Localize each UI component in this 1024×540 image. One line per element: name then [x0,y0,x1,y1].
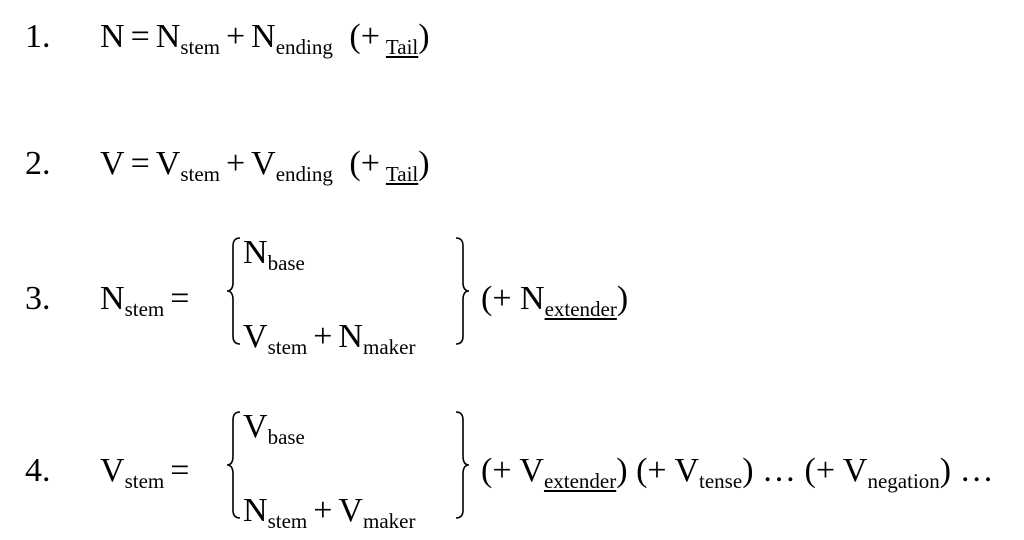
rule-lhs: Vstem= [100,452,195,492]
term-subscript: stem [180,35,220,59]
tail-base: V [842,452,868,489]
tail-subscript: extender [543,469,617,493]
lhs-base: N [100,280,125,317]
tail-base: N [520,280,545,317]
plus-sign: + [313,318,333,355]
tail-close: ) [616,452,628,489]
case-option-2: Vstem+Nmaker [243,318,415,358]
optional-close: ) [418,18,430,55]
case-option-2: Nstem+Vmaker [243,492,415,532]
term-subscript: ending [275,162,333,186]
optional-open: (+ [349,145,380,182]
term-base: N [251,18,276,55]
lhs-subscript: stem [124,297,165,321]
tail-open: (+ [481,452,520,489]
plus-sign: + [313,492,333,529]
case-option-1: Vbase [243,408,305,448]
left-brace [224,410,244,520]
case-base: N [243,234,268,271]
tail-subscript: negation [867,469,940,493]
case-base: V [243,318,268,355]
rule-expression: V=Vstem+Vending (+Tail) [100,145,430,185]
case-subscript: maker [362,335,416,359]
ellipsis: … [951,452,994,489]
optional-tail: (+ Nextender) [481,280,629,320]
plus-sign: + [225,145,246,182]
case-subscript: maker [362,509,416,533]
rule-lhs: Nstem= [100,280,195,320]
rule-expression: N=Nstem+Nending (+Tail) [100,18,430,58]
tail-close: ) [939,452,952,489]
case-subscript: stem [267,509,308,533]
right-brace [452,410,472,520]
rule-3: 3. Nstem= Nbase Vstem+Nmaker (+ Nextende… [0,228,1024,358]
ellipsis: … [753,452,805,489]
lhs: V [100,145,125,182]
optional-close: ) [418,145,430,182]
tail-base: V [674,452,700,489]
case-base: V [243,408,268,445]
tail-open: (+ [627,452,675,489]
tail-close: ) [742,452,754,489]
rule-number: 2. [25,145,51,182]
case-base: V [338,492,363,529]
rule-number: 1. [25,18,51,55]
optional-tail: (+ Vextender) (+ Vtense) … (+ Vnegation)… [481,452,994,492]
case-subscript: stem [267,335,308,359]
tail-base: V [519,452,544,489]
tail-open: (+ [804,452,843,489]
left-brace [224,236,244,346]
term-base: V [251,145,276,182]
term-subscript: stem [180,162,220,186]
case-base: N [243,492,268,529]
lhs: N [100,18,125,55]
rule-number: 4. [25,452,51,489]
lhs-base: V [100,452,125,489]
case-base: N [338,318,363,355]
equals-sign: = [170,280,190,317]
term-subscript: ending [275,35,333,59]
equals-sign: = [130,18,150,55]
tail-open: (+ [481,280,520,317]
equals-sign: = [170,452,190,489]
equals-sign: = [130,145,150,182]
rule-4: 4. Vstem= Vbase Nstem+Vmaker (+ Vextende… [0,402,1024,532]
case-subscript: base [267,251,305,275]
case-subscript: base [267,425,305,449]
optional-open: (+ [349,18,380,55]
term-base: N [155,18,181,55]
lhs-subscript: stem [124,469,165,493]
optional-subscript: Tail [385,162,419,186]
plus-sign: + [225,18,246,55]
optional-subscript: Tail [385,35,419,59]
tail-subscript: tense [699,469,743,493]
tail-close: ) [616,280,629,317]
tail-subscript: extender [544,297,617,321]
term-base: V [155,145,181,182]
case-option-1: Nbase [243,234,305,274]
right-brace [452,236,472,346]
rule-number: 3. [25,280,51,317]
